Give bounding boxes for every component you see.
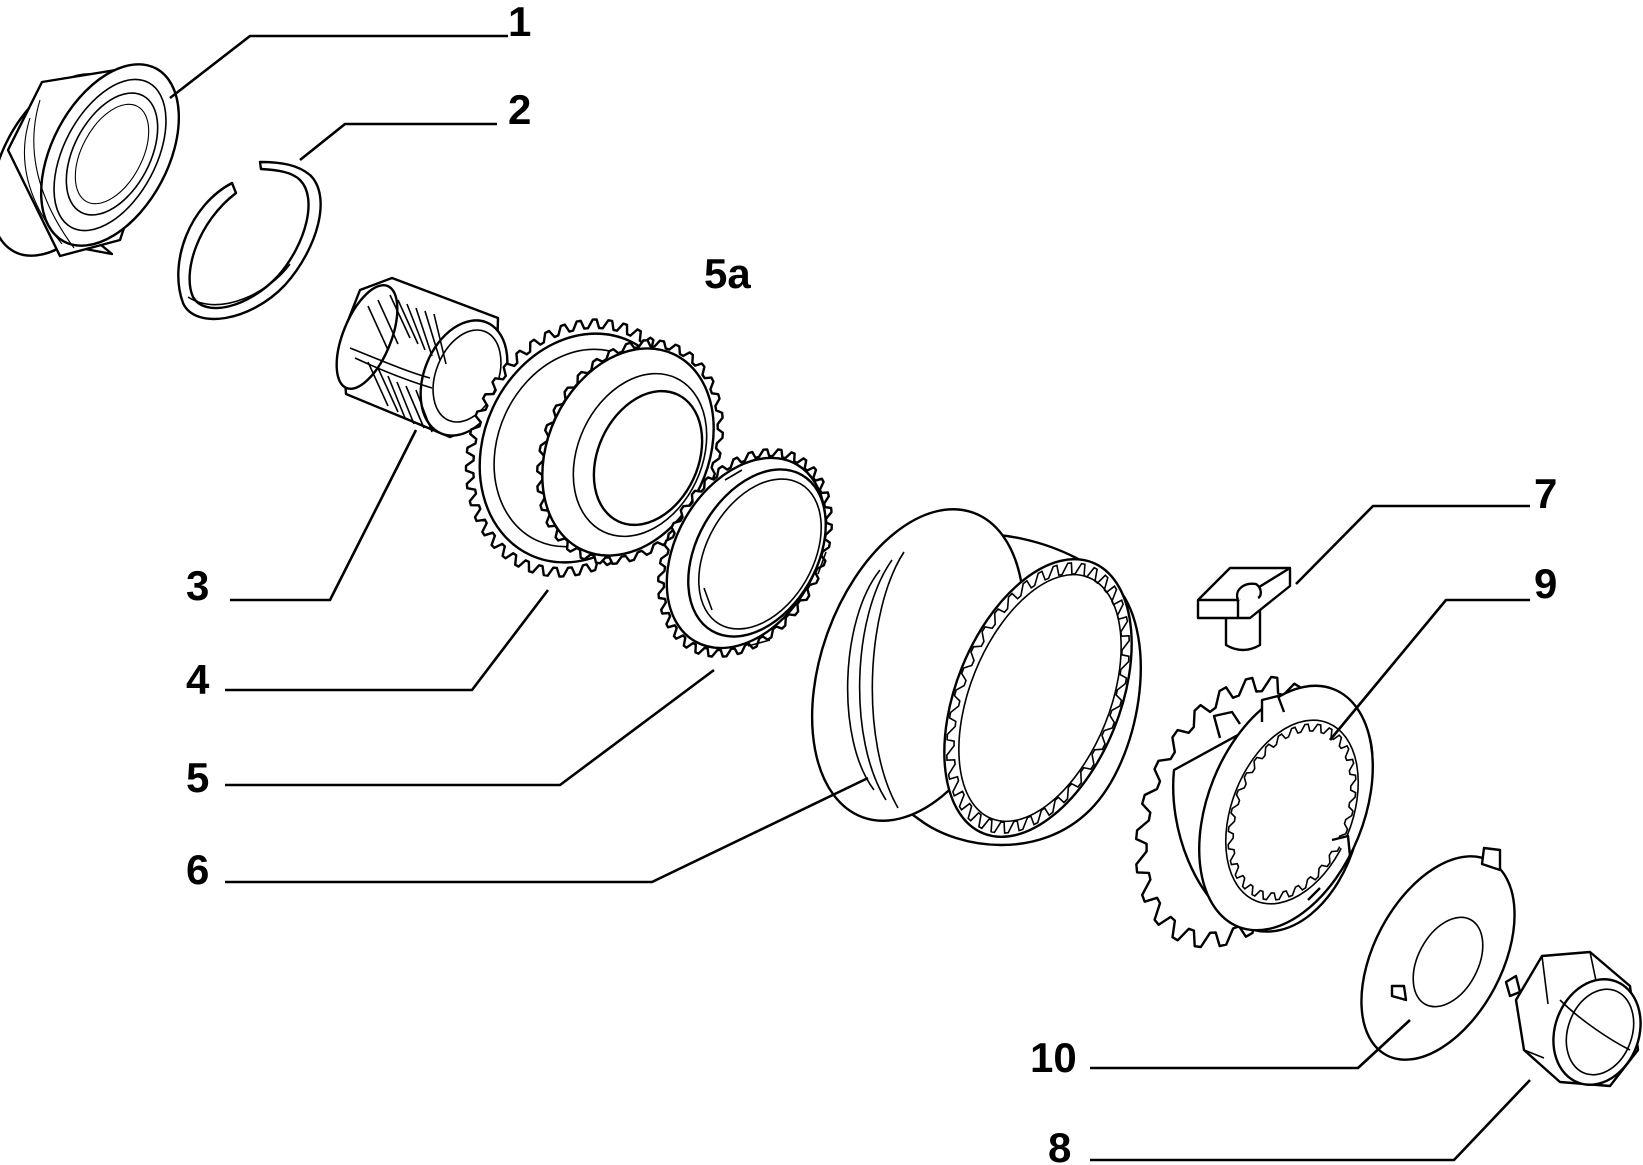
callout-6: 6 bbox=[186, 846, 209, 893]
hub-inner-teeth-outline bbox=[1227, 723, 1357, 901]
callout-9: 9 bbox=[1534, 560, 1557, 607]
leader-line-9 bbox=[1328, 598, 1530, 741]
synchronizer-ring-icon bbox=[657, 448, 833, 658]
leader-line-1 bbox=[169, 34, 508, 100]
callout-7: 7 bbox=[1534, 470, 1557, 517]
leader-line-7 bbox=[1295, 504, 1530, 585]
callout-3: 3 bbox=[186, 562, 209, 609]
nut-icon bbox=[1514, 950, 1642, 1088]
sliding-sleeve-icon bbox=[810, 508, 1142, 847]
callout-8: 8 bbox=[1048, 1124, 1071, 1165]
callout-5: 5 bbox=[186, 754, 209, 801]
callout-10: 10 bbox=[1030, 1034, 1077, 1081]
callout-labels: 1 2 5a 3 4 5 6 7 9 10 8 bbox=[186, 0, 1557, 1165]
synchro-hub-icon bbox=[1135, 675, 1374, 949]
snap-ring-icon bbox=[177, 160, 322, 321]
leader-line-4 bbox=[225, 589, 550, 692]
leader-line-8 bbox=[1090, 1079, 1531, 1162]
callout-2: 2 bbox=[508, 86, 531, 133]
callout-1: 1 bbox=[508, 0, 531, 45]
ball-bearing-icon bbox=[0, 63, 181, 258]
leader-lines bbox=[169, 34, 1531, 1162]
leader-line-3 bbox=[230, 429, 418, 602]
detent-key-icon bbox=[1196, 566, 1292, 652]
leader-line-10 bbox=[1090, 1019, 1411, 1070]
sleeve-teeth-outline bbox=[945, 562, 1131, 834]
lock-washer-icon bbox=[1360, 846, 1522, 1061]
gear-icon bbox=[464, 318, 724, 578]
callout-5a: 5a bbox=[704, 250, 751, 297]
leader-line-5 bbox=[225, 668, 715, 787]
leader-line-2 bbox=[299, 122, 497, 162]
callout-4: 4 bbox=[186, 656, 210, 703]
leader-line-6 bbox=[225, 776, 869, 884]
